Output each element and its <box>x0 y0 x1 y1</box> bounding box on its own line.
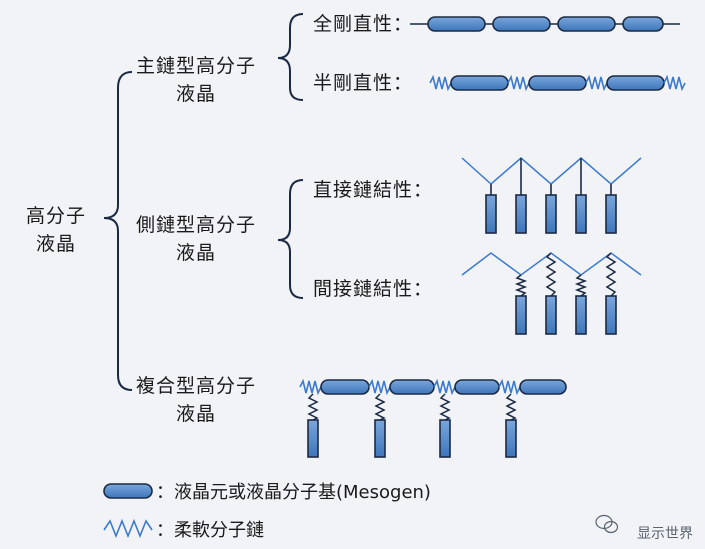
side-chain-label-line2: 液晶 <box>176 242 217 264</box>
root-brace <box>103 71 133 391</box>
root-label: 高分子 液晶 <box>26 202 86 258</box>
mesogen-unit <box>605 295 617 335</box>
legend-mesogen-text: ：液晶元或液晶分子基(Mesogen) <box>156 482 431 503</box>
side-chain-brace <box>277 179 304 299</box>
mesogen-unit <box>557 16 616 32</box>
main-chain-label: 主鏈型高分子 液晶 <box>136 52 256 108</box>
mesogen-unit <box>307 419 319 458</box>
mesogen-unit <box>374 419 386 458</box>
mesogen-unit <box>515 295 527 335</box>
combined-label: 複合型高分子 液晶 <box>136 372 256 428</box>
mesogen-unit <box>622 16 664 32</box>
mesogen-unit <box>519 379 567 395</box>
mesogen-unit <box>389 379 435 395</box>
wechat-icon <box>595 514 619 534</box>
root-label-line2: 液晶 <box>36 233 77 255</box>
combined-chain <box>299 378 567 458</box>
mesogen-unit <box>320 379 370 395</box>
semi-rigid-label: 半剛直性： <box>313 72 414 94</box>
mesogen-unit <box>515 194 527 234</box>
combined-label-line1: 複合型高分子 <box>136 375 257 397</box>
mesogen-unit <box>606 75 665 91</box>
root-label-line1: 高分子 <box>26 205 87 227</box>
side-chain-label: 側鏈型高分子 液晶 <box>136 211 256 267</box>
legend-zigzag-symbol <box>103 518 153 539</box>
mesogen-unit <box>545 194 557 234</box>
semi-rigid-chain <box>429 74 686 92</box>
main-chain-brace <box>277 13 304 101</box>
direct-side-chain <box>461 157 642 234</box>
mesogen-unit <box>575 194 587 234</box>
legend-flexible-text: ：柔軟分子鏈 <box>156 520 264 541</box>
fully-rigid-chain <box>410 16 680 32</box>
mesogen-unit <box>450 75 509 91</box>
indirect-link-label: 間接鏈結性： <box>313 278 434 300</box>
mesogen-unit <box>485 194 497 234</box>
main-chain-label-line2: 液晶 <box>176 83 217 105</box>
main-chain-label-line1: 主鏈型高分子 <box>136 55 257 77</box>
mesogen-unit <box>545 295 557 335</box>
mesogen-unit <box>605 194 617 234</box>
watermark-text: 显示世界 <box>637 526 693 542</box>
mesogen-unit <box>505 419 517 458</box>
mesogen-unit <box>492 16 551 32</box>
mesogen-unit <box>454 379 500 395</box>
side-chain-label-line1: 側鏈型高分子 <box>136 214 257 236</box>
mesogen-unit <box>528 75 587 91</box>
mesogen-unit <box>427 16 486 32</box>
combined-label-line2: 液晶 <box>176 403 217 425</box>
legend-mesogen-symbol <box>103 483 153 499</box>
mesogen-unit <box>575 295 587 335</box>
indirect-side-chain <box>461 252 642 335</box>
direct-link-label: 直接鏈結性： <box>313 179 434 201</box>
mesogen-unit <box>439 419 451 458</box>
fully-rigid-label: 全剛直性： <box>313 13 414 35</box>
